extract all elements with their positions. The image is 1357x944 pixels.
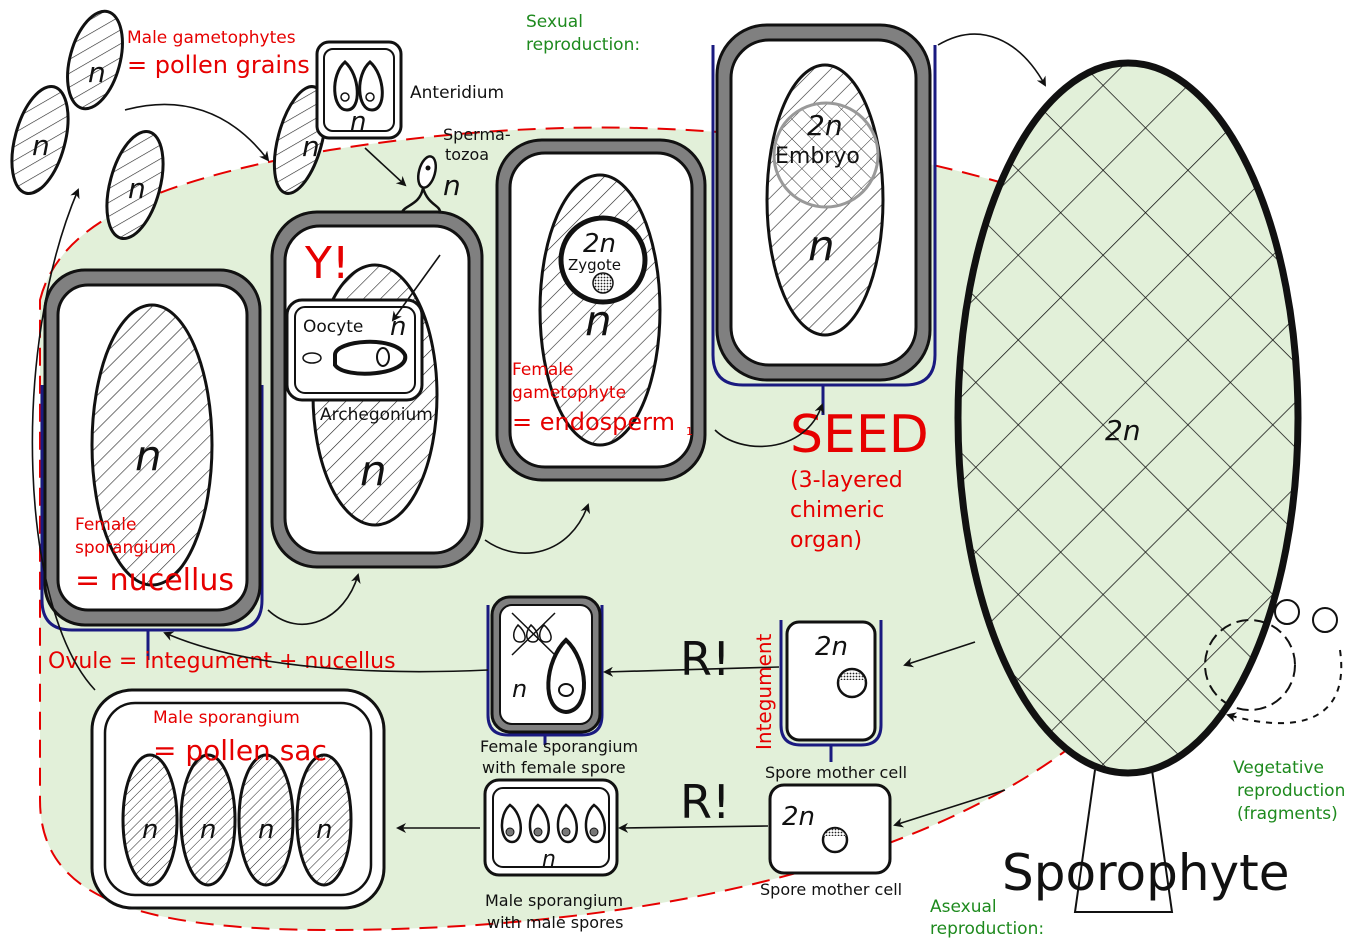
ploidy-label: n [135, 431, 162, 480]
ploidy-label: n [142, 815, 158, 845]
zygote-label: Zygote [568, 256, 621, 274]
endosperm-label: = endosperm [512, 408, 675, 436]
archegonium-panel [272, 212, 482, 567]
spermatozoa-label: tozoa [445, 145, 489, 164]
male-gametophytes-label: Male gametophytes [127, 28, 296, 48]
sporophyte-label: Sporophyte [1002, 844, 1290, 902]
vegetative-reproduction-label: Vegetative [1233, 758, 1324, 778]
asexual-reproduction-label: reproduction: [930, 919, 1044, 939]
ploidy-label: n [302, 130, 320, 163]
ploidy-label: n [443, 169, 461, 202]
male-sporangium-spores-label: with male spores [487, 913, 623, 932]
ploidy-label: n [808, 221, 835, 270]
vegetative-reproduction-label: reproduction [1237, 781, 1345, 801]
female-sporangium-spore-label: Female sporangium [480, 737, 638, 756]
sexual-reproduction-label: Sexual [526, 12, 583, 32]
embryo-label: Embryo [775, 144, 860, 169]
spore-mother-cell-label: Spore mother cell [760, 880, 902, 899]
spermatozoa-label: Sperma- [443, 125, 511, 144]
sexual-reproduction-label: reproduction: [526, 35, 640, 55]
ploidy-label: n [512, 675, 527, 703]
ploidy-label: n [360, 446, 387, 495]
nucellus-label: = nucellus [75, 563, 234, 598]
pollen-sac-label: = pollen sac [153, 734, 327, 767]
embryo-panel [713, 25, 935, 415]
oocyte-label: Oocyte [303, 317, 363, 337]
archegonium-label: Archegonium [320, 405, 433, 425]
female-sporangium-with-spore [488, 597, 602, 745]
seed-description: organ) [790, 528, 862, 553]
ploidy-label: n [258, 815, 274, 845]
pollen-grains-label: = pollen grains [127, 51, 310, 79]
vegetative-reproduction-label: (fragments) [1237, 804, 1338, 824]
ovule-label: Ovule = integument + nucellus [48, 649, 396, 674]
ploidy-label: n [128, 172, 146, 205]
male-sporangium-spores-label: Male sporangium [485, 891, 623, 910]
ploidy-label: 2n [782, 802, 815, 832]
ploidy-label: n [390, 312, 406, 342]
r-mark: R! [680, 632, 730, 686]
female-gametophyte-label: gametophyte [512, 383, 626, 403]
ploidy-label: n [585, 296, 612, 345]
integument-label: Integument [752, 633, 776, 750]
ploidy-label: n [32, 129, 50, 162]
ploidy-label: n [88, 56, 106, 89]
y-mark: Y! [304, 238, 350, 289]
female-gametophyte-label: Female [512, 360, 573, 380]
spore-mother-cell-label: Spore mother cell [765, 763, 907, 782]
male-sporangium-label: Male sporangium [153, 708, 300, 728]
ploidy-label: 2n [815, 632, 848, 662]
ploidy-label: n [542, 847, 556, 872]
female-sporangium-spore-label: with female spore [482, 758, 626, 777]
seed-description: (3-layered [790, 468, 903, 493]
asexual-reproduction-label: Asexual [930, 897, 997, 917]
ploidy-label: 2n [807, 109, 843, 142]
female-sporangium-label: Female [75, 515, 136, 535]
seed-description: chimeric [790, 498, 884, 523]
ploidy-label: n [200, 815, 216, 845]
ploidy-label: 2n [583, 229, 616, 259]
female-sporangium-label: sporangium [75, 538, 176, 558]
r-mark: R! [680, 775, 730, 829]
ploidy-label: n [350, 107, 366, 137]
ploidy-label: 2n [1105, 414, 1141, 447]
endosperm-subscript: 1 [686, 425, 693, 438]
ploidy-label: n [316, 815, 332, 845]
seed-label: SEED [790, 405, 929, 465]
anteridium-label: Anteridium [410, 83, 504, 103]
